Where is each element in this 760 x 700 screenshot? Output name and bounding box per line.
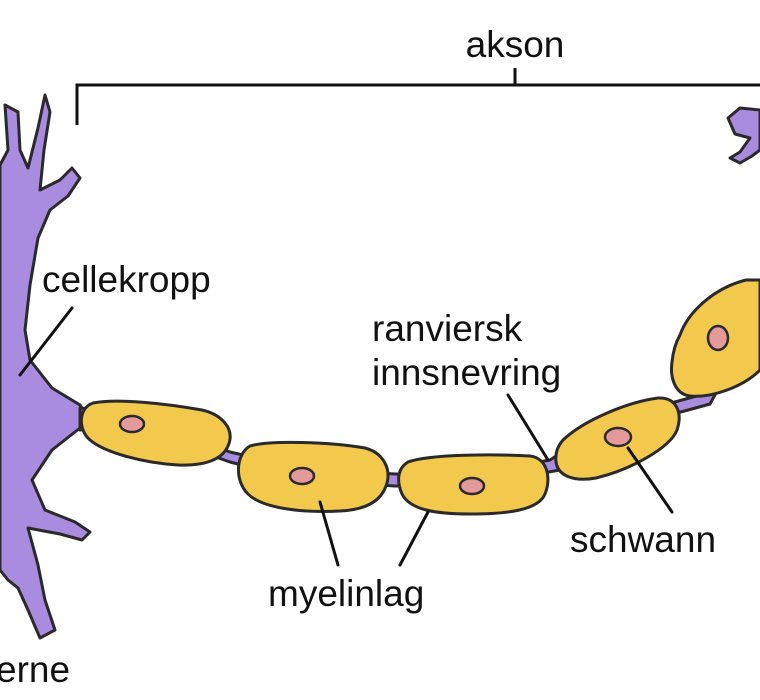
axon-terminal [726, 106, 760, 165]
myelin-segment-1 [79, 399, 232, 467]
nucleus-5 [706, 324, 730, 352]
myelin-leader-left [318, 500, 340, 567]
labels: akson cellekropp ranviersk innsnevring s… [0, 24, 716, 690]
axon-bracket [75, 68, 760, 125]
cell-body [0, 93, 92, 640]
myelin-label: myelinlag [268, 573, 424, 614]
cell-body-label: cellekropp [42, 259, 211, 300]
node-of-ranvier-leader [506, 393, 550, 462]
myelin-leader-right [398, 510, 430, 567]
nucleus-1 [118, 414, 146, 434]
nucleus-3 [458, 476, 486, 496]
nucleus-label: erne [0, 649, 70, 690]
nucleus-2 [288, 466, 316, 486]
schwann-label: schwann [570, 519, 716, 560]
axon-label: akson [466, 24, 565, 65]
node-of-ranvier-label-line2: innsnevring [372, 352, 561, 393]
leader-lines [18, 306, 674, 567]
node-of-ranvier-label-line1: ranviersk [372, 308, 523, 349]
nuclei [118, 324, 730, 496]
schwann-leader [626, 446, 674, 514]
nucleus-4 [603, 426, 633, 448]
cell-body-leader [18, 306, 74, 377]
